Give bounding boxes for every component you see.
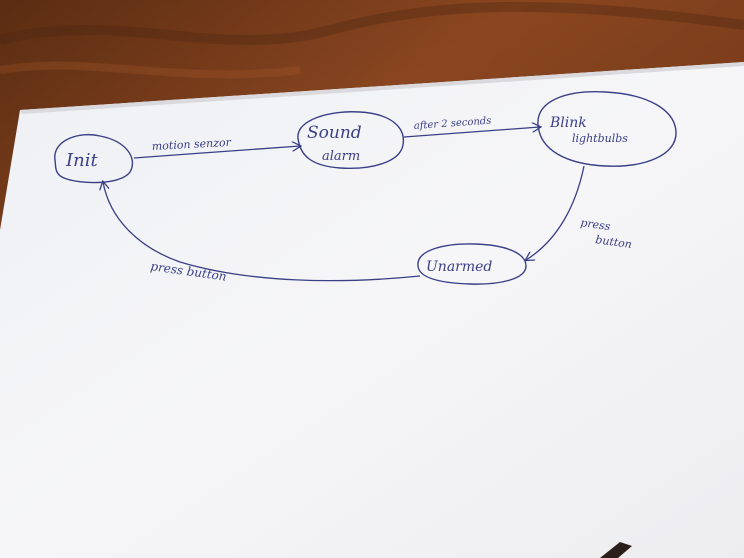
transition-arrow bbox=[526, 165, 585, 260]
transition-arrow bbox=[133, 146, 300, 159]
state-ellipse bbox=[417, 243, 527, 285]
state-ellipse bbox=[537, 91, 677, 167]
state-label-line2: lightbulbs bbox=[572, 132, 628, 145]
state-ellipse bbox=[297, 111, 405, 169]
state-sound-alarm: Sound alarm bbox=[297, 111, 405, 169]
transition-arrow bbox=[103, 182, 421, 282]
paper-shadow-edge bbox=[20, 62, 744, 114]
fabric-fold bbox=[0, 61, 301, 79]
state-label: Sound bbox=[307, 123, 362, 143]
transition-init-to-sound: motion senzor bbox=[133, 136, 300, 159]
state-blink-lightbulbs: Blink lightbulbs bbox=[537, 91, 677, 167]
transition-label: after 2 seconds bbox=[413, 116, 491, 132]
transition-sound-to-blink: after 2 seconds bbox=[403, 116, 540, 138]
transition-blink-to-unarmed: press button bbox=[526, 165, 633, 260]
state-label: Unarmed bbox=[426, 259, 492, 275]
transition-label: press bbox=[580, 216, 612, 233]
state-label: Blink bbox=[549, 115, 587, 131]
state-init: Init bbox=[54, 134, 134, 184]
transition-label-line2: button bbox=[595, 233, 633, 251]
transition-arrow bbox=[403, 127, 540, 138]
state-unarmed: Unarmed bbox=[417, 243, 527, 285]
state-label: Init bbox=[65, 150, 98, 171]
fabric-fold bbox=[0, 1, 744, 45]
paper-sheet bbox=[0, 62, 744, 558]
corner-object bbox=[600, 542, 632, 558]
state-label-line2: alarm bbox=[322, 149, 360, 164]
state-ellipse bbox=[54, 134, 134, 184]
transition-label: motion senzor bbox=[151, 136, 231, 153]
